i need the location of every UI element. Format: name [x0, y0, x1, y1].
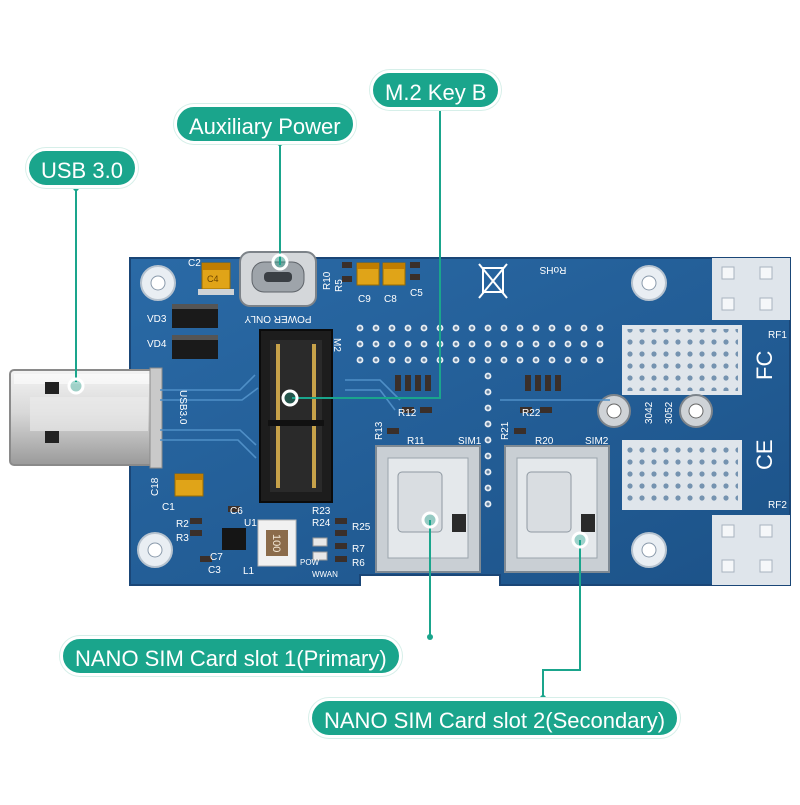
rf-connector-left	[597, 394, 631, 428]
callout-dots	[67, 253, 589, 549]
silk-rf2: RF2	[768, 500, 787, 511]
sim-slot-1	[375, 445, 481, 573]
silk-r10: R10	[322, 271, 333, 290]
silk-c5: C5	[410, 288, 423, 299]
silk-pow: POW	[300, 558, 320, 567]
led-pow	[312, 537, 328, 547]
silk-r5: R5	[334, 279, 345, 292]
capacitor-c9	[356, 262, 380, 286]
mounting-hole-bottom-right	[631, 532, 667, 568]
silk-m2: M2	[331, 338, 342, 352]
silk-c1: C1	[162, 502, 175, 513]
rf-connector-right	[679, 394, 713, 428]
sim-slot-2	[504, 445, 610, 573]
capacitor-c8	[382, 262, 406, 286]
silk-vd4: VD4	[147, 339, 167, 350]
svg-text:CE: CE	[752, 439, 777, 470]
pcb-traces	[160, 374, 610, 459]
led-wwan	[312, 551, 328, 561]
silk-sim1: SIM1	[458, 436, 482, 447]
usb-a-plug	[9, 367, 163, 469]
ic-u1	[222, 528, 246, 550]
silk-u1: U1	[244, 518, 257, 529]
callout-lines	[75, 108, 581, 698]
silk-c2: C2	[188, 258, 201, 269]
svg-text:FC: FC	[752, 351, 777, 380]
silk-r7: R7	[352, 544, 365, 555]
silk-3052: 3052	[664, 401, 675, 424]
callout-m2-label: M.2 Key B	[370, 70, 502, 110]
silk-r20: R20	[535, 436, 554, 447]
capacitor-c18	[174, 473, 204, 497]
silk-c7: C7	[210, 552, 223, 563]
silk-r12: R12	[398, 408, 417, 419]
mounting-hole-top-left	[140, 265, 176, 301]
weee-icon	[478, 263, 508, 299]
callout-aux-power-label: Auxiliary Power	[174, 104, 356, 144]
silk-r11: R11	[407, 436, 425, 447]
silk-rf1: RF1	[768, 330, 787, 341]
silk-c18: C18	[150, 477, 161, 496]
fcc-icon: FC	[752, 351, 777, 380]
silk-power-only: POWER ONLY	[244, 313, 311, 324]
ce-icon: CE	[752, 439, 777, 470]
through-hole-array	[350, 320, 606, 366]
silk-r6: R6	[352, 558, 365, 569]
silk-r13: R13	[374, 421, 385, 440]
callout-sim1-label: NANO SIM Card slot 1(Primary)	[60, 636, 402, 676]
silk-c9: C9	[358, 294, 371, 305]
silk-r24: R24	[312, 518, 331, 529]
rf2-pad-block	[712, 515, 790, 585]
silk-3042: 3042	[644, 401, 655, 424]
silk-rohs: RoHS	[539, 264, 566, 275]
inductor-l1	[257, 519, 297, 567]
silk-sim2: SIM2	[585, 436, 609, 447]
m2-socket	[259, 329, 333, 503]
mounting-hole-bottom-left	[137, 532, 173, 568]
capacitor-c2	[198, 262, 234, 295]
silk-c8: C8	[384, 294, 397, 305]
silk-r22: R22	[522, 408, 541, 419]
silk-c4: C4	[207, 274, 219, 284]
silk-vd3: VD3	[147, 314, 167, 325]
usb-c-connector	[239, 251, 317, 307]
silk-r23: R23	[312, 506, 331, 517]
inductor-value: 100	[270, 534, 282, 552]
smd-components	[190, 262, 561, 562]
silk-r21: R21	[500, 421, 511, 440]
silk-l1: L1	[243, 566, 255, 577]
callout-usb-label: USB 3.0	[26, 148, 138, 188]
sim2-callout-line	[542, 540, 581, 698]
silk-c6: C6	[230, 506, 243, 517]
rf1-pad-block	[712, 258, 790, 320]
silk-wwan: WWAN	[312, 570, 338, 579]
callout-sim2-label: NANO SIM Card slot 2(Secondary)	[309, 698, 681, 738]
silk-r3: R3	[176, 533, 189, 544]
silk-usb30: USB3.0	[177, 390, 188, 425]
silk-r2: R2	[176, 519, 189, 530]
silk-c3: C3	[208, 565, 221, 576]
silk-r25: R25	[352, 522, 371, 533]
m2-callout-line	[292, 108, 441, 399]
mounting-hole-top-right	[631, 265, 667, 301]
